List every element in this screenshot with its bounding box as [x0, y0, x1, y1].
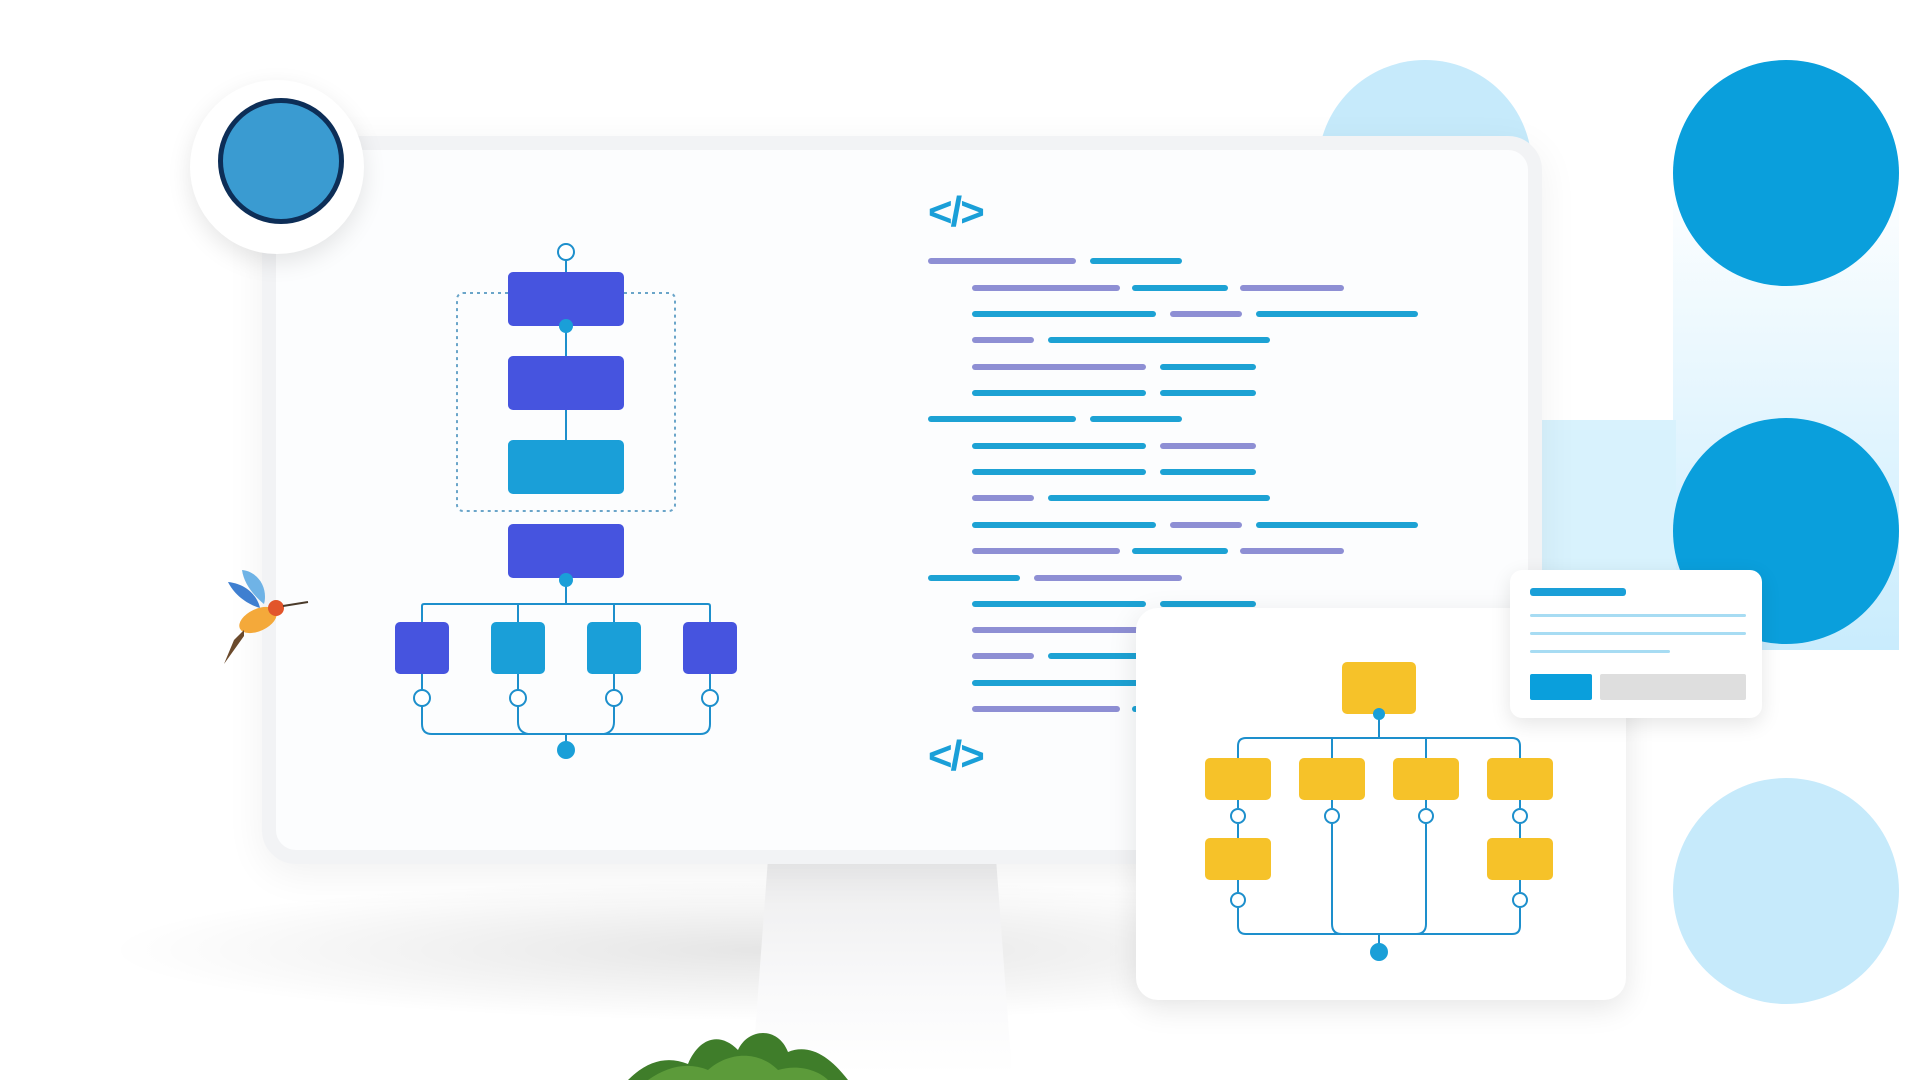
grandchild-node	[1205, 838, 1271, 880]
code-line	[1160, 390, 1256, 396]
code-line	[1160, 364, 1256, 370]
code-line	[1048, 337, 1270, 343]
code-brackets-icon: </>	[928, 732, 985, 779]
child-node	[1393, 758, 1459, 800]
code-line	[1048, 653, 1140, 659]
code-line	[972, 311, 1156, 317]
code-line	[1160, 443, 1256, 449]
code-line	[928, 416, 1076, 422]
code-line	[1132, 548, 1228, 554]
child-node	[1299, 758, 1365, 800]
code-brackets-icon: </>	[928, 188, 985, 235]
group-outline	[456, 292, 676, 512]
code-line	[928, 575, 1020, 581]
connector-dot	[559, 573, 573, 587]
code-line	[972, 680, 1146, 686]
monitor-stand	[752, 864, 1012, 1074]
form-input[interactable]	[1600, 674, 1746, 700]
form-text-line	[1530, 650, 1670, 653]
code-line	[1240, 285, 1344, 291]
grass-icon	[628, 1033, 848, 1080]
flow-step	[508, 272, 624, 326]
form-text-line	[1530, 632, 1746, 635]
form-text-line	[1530, 614, 1746, 617]
decorative-circle	[1673, 60, 1899, 286]
code-line	[1170, 311, 1242, 317]
flow-step	[508, 440, 624, 494]
code-line	[972, 548, 1120, 554]
branch-node	[491, 622, 545, 674]
code-line	[972, 601, 1146, 607]
flow-step	[508, 356, 624, 410]
form-title-line	[1530, 588, 1626, 596]
code-line	[972, 443, 1146, 449]
code-line	[972, 627, 1146, 633]
code-line	[1132, 285, 1228, 291]
branch-node	[587, 622, 641, 674]
code-line	[1090, 416, 1182, 422]
code-line	[972, 469, 1146, 475]
hummingbird-icon	[218, 570, 309, 664]
branch-node	[395, 622, 449, 674]
start-node	[557, 243, 575, 261]
code-line	[1034, 575, 1182, 581]
code-line	[1256, 311, 1418, 317]
branch-node	[683, 622, 737, 674]
child-node	[1205, 758, 1271, 800]
decorative-circle	[1673, 778, 1899, 1004]
code-line	[1170, 522, 1242, 528]
connector-dot	[559, 319, 573, 333]
form-button[interactable]	[1530, 674, 1592, 700]
code-line	[972, 706, 1120, 712]
code-line	[1160, 469, 1256, 475]
flow-step	[508, 524, 624, 578]
code-line	[972, 653, 1034, 659]
form-card	[1510, 570, 1762, 718]
code-line	[972, 390, 1146, 396]
code-line	[1256, 522, 1418, 528]
code-line	[972, 285, 1120, 291]
code-line	[972, 364, 1146, 370]
code-line	[1240, 548, 1344, 554]
child-node	[1487, 758, 1553, 800]
avatar	[218, 98, 344, 224]
end-node	[1370, 943, 1388, 961]
grandchild-node	[1487, 838, 1553, 880]
code-line	[1090, 258, 1182, 264]
root-node	[1342, 662, 1416, 714]
code-line	[928, 258, 1076, 264]
code-line	[972, 495, 1034, 501]
code-line	[972, 522, 1156, 528]
end-node	[557, 741, 575, 759]
code-line	[1048, 495, 1270, 501]
code-line	[1160, 601, 1256, 607]
code-line	[972, 337, 1034, 343]
